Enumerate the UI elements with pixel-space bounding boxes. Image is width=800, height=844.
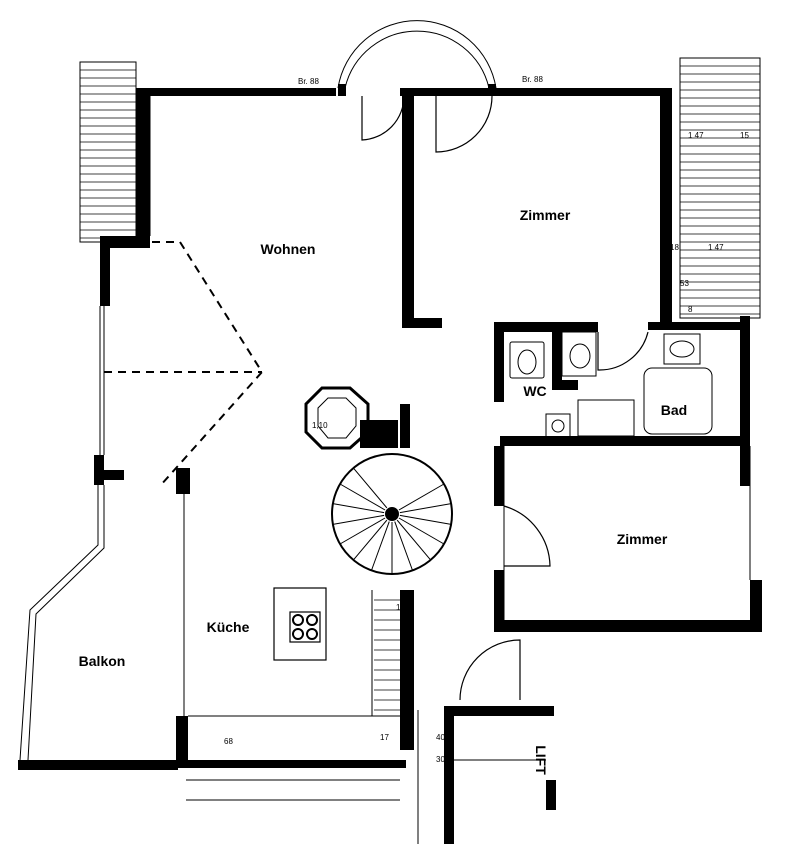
bay-window	[337, 20, 497, 89]
doors	[361, 95, 649, 701]
dim-110: 1,10	[312, 421, 328, 430]
room-label-wohnen: Wohnen	[261, 241, 316, 257]
stair-tread	[399, 514, 452, 525]
spiral-staircase	[331, 453, 453, 575]
room-label-zimmer-right: Zimmer	[617, 531, 668, 547]
kitchen-island	[273, 587, 327, 661]
dim-68: 68	[224, 737, 233, 746]
kitchen-counter	[374, 599, 400, 711]
thin-lines	[19, 96, 751, 844]
dim-15: 15	[740, 131, 749, 140]
dim-window-top-left: Br. 88	[298, 77, 319, 86]
dim-12: 12	[396, 603, 405, 612]
stair-tread	[332, 503, 385, 514]
stair-tread	[353, 467, 388, 509]
stair-tread	[339, 483, 386, 511]
room-label-lift: LIFT	[533, 745, 549, 775]
stair-tread	[353, 519, 388, 561]
stair-tread	[371, 521, 390, 571]
dim-53: 53	[680, 279, 689, 288]
stair-tread	[396, 519, 431, 561]
terrace-left-hatching	[79, 61, 137, 243]
room-label-balkon: Balkon	[79, 653, 126, 669]
stair-tread	[398, 517, 445, 545]
room-label-bad: Bad	[661, 402, 687, 418]
terrace-right-hatching	[679, 57, 761, 319]
dim-40: 40	[436, 733, 445, 742]
dim-8: 8	[688, 305, 693, 314]
bathroom-fixtures	[509, 331, 713, 439]
dashed-outline	[104, 241, 264, 487]
dim-147-a: 1 47	[688, 131, 704, 140]
room-label-kueche: Küche	[207, 619, 250, 635]
stair-tread	[339, 517, 386, 545]
dim-30: 30	[436, 755, 445, 764]
stair-tread	[332, 514, 385, 525]
dim-window-top-right: Br. 88	[522, 75, 543, 84]
dim-147-b: 1 47	[708, 243, 724, 252]
room-label-zimmer-top: Zimmer	[520, 207, 571, 223]
stair-tread	[399, 503, 452, 514]
dim-18: 18	[670, 243, 679, 252]
stair-tread	[394, 521, 413, 571]
room-label-wc: WC	[523, 383, 546, 399]
column-octagon	[304, 386, 370, 450]
stair-tread	[398, 483, 445, 511]
walls	[18, 84, 762, 844]
dim-17: 17	[380, 733, 389, 742]
